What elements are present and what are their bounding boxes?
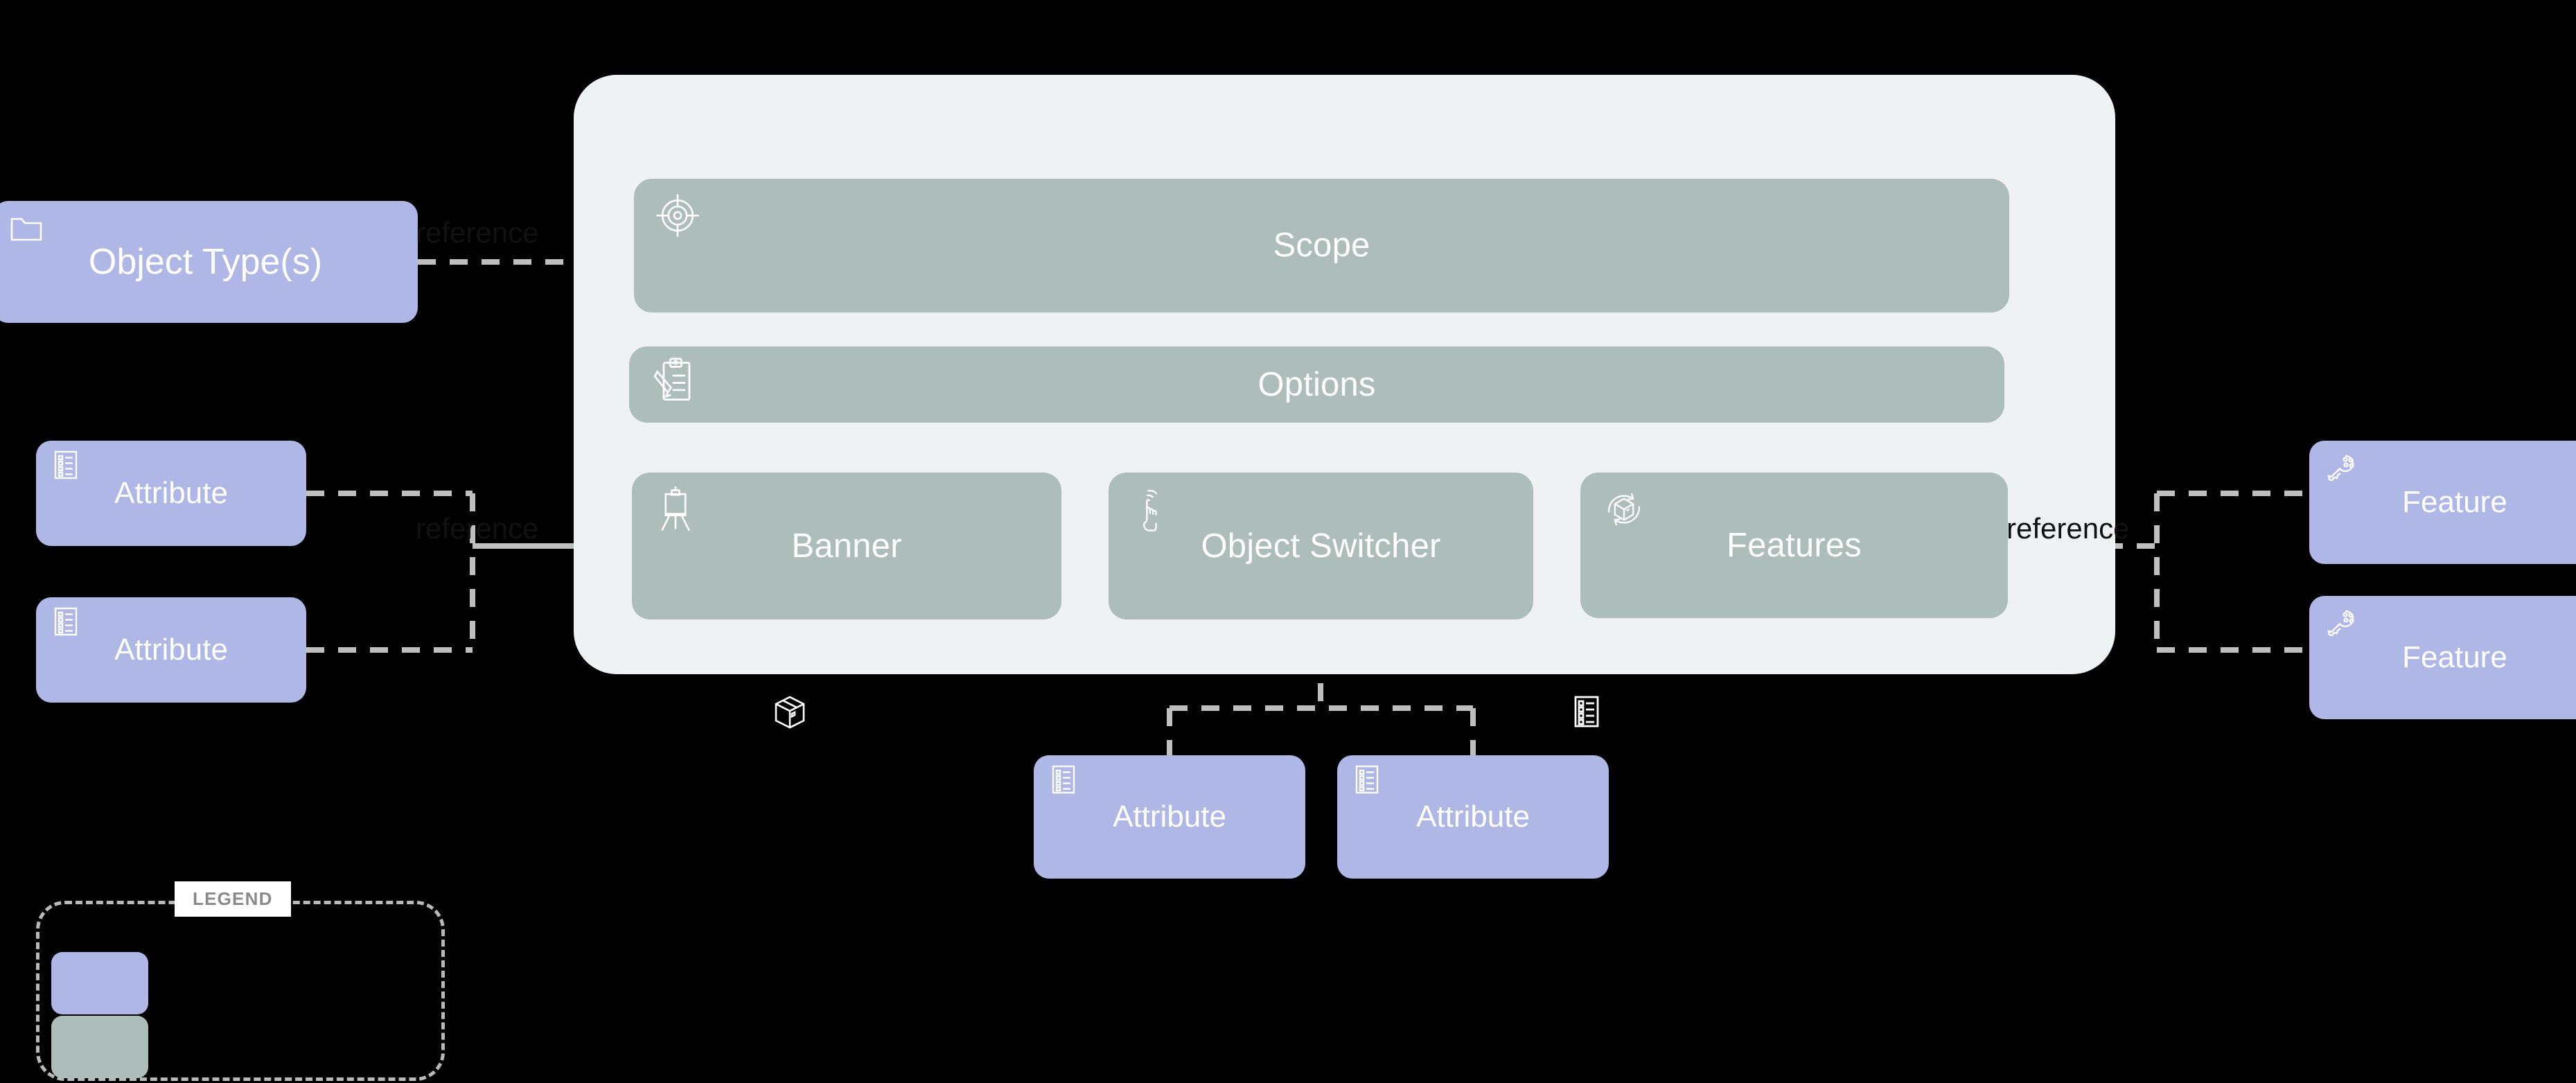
card-feature-right-1[interactable]: Feature <box>2309 441 2576 564</box>
folder-icon <box>8 211 44 247</box>
attribute-list-icon <box>1351 764 1383 795</box>
card-attribute-left-2[interactable]: Attribute <box>36 597 306 703</box>
legend-title: LEGEND <box>175 881 291 917</box>
card-label-feature: Feature <box>2402 485 2507 519</box>
card-object-types[interactable]: Object Type(s) <box>0 201 418 323</box>
section-banner[interactable]: Banner <box>632 473 1061 619</box>
section-features[interactable]: Features <box>1580 473 2008 618</box>
card-feature-right-2[interactable]: Feature <box>2309 596 2576 719</box>
legend-swatch-lavender <box>51 952 148 1014</box>
section-scope[interactable]: Scope <box>634 179 2009 312</box>
target-crosshair-icon <box>653 191 702 240</box>
card-label-attribute: Attribute <box>1113 800 1226 834</box>
edge-label-object-type-reference: reference <box>416 216 539 249</box>
section-label-features: Features <box>1727 526 1862 564</box>
key-icon <box>2324 606 2361 642</box>
attribute-list-icon <box>50 449 82 481</box>
package-box-icon <box>770 693 809 732</box>
section-object-switcher[interactable]: Object Switcher <box>1109 473 1533 619</box>
card-label-attribute: Attribute <box>114 476 228 510</box>
section-label-scope: Scope <box>1273 227 1370 264</box>
card-label-attribute: Attribute <box>1416 800 1530 834</box>
section-label-options: Options <box>1258 365 1376 403</box>
attribute-list-icon <box>1567 693 1606 732</box>
key-icon <box>2324 450 2361 486</box>
section-label-banner: Banner <box>791 527 902 565</box>
rotating-cube-icon <box>1600 485 1648 534</box>
tap-gesture-icon <box>1128 485 1176 534</box>
clipboard-pencil-icon <box>649 355 700 406</box>
card-label-attribute: Attribute <box>114 633 228 667</box>
attribute-list-icon <box>50 606 82 637</box>
easel-icon <box>651 485 700 534</box>
card-attribute-bottom-2[interactable]: Attribute <box>1337 755 1609 879</box>
card-label-object-types: Object Type(s) <box>88 242 323 282</box>
legend-swatch-sage <box>51 1016 148 1078</box>
attribute-list-icon <box>1048 764 1079 795</box>
card-attribute-bottom-1[interactable]: Attribute <box>1034 755 1305 879</box>
section-options[interactable]: Options <box>629 346 2004 423</box>
edge-label-feature-reference: reference <box>2006 512 2130 545</box>
edge-label-attribute-reference: reference <box>416 512 539 545</box>
card-attribute-left-1[interactable]: Attribute <box>36 441 306 546</box>
section-label-object-switcher: Object Switcher <box>1201 527 1441 565</box>
card-label-feature: Feature <box>2402 640 2507 674</box>
